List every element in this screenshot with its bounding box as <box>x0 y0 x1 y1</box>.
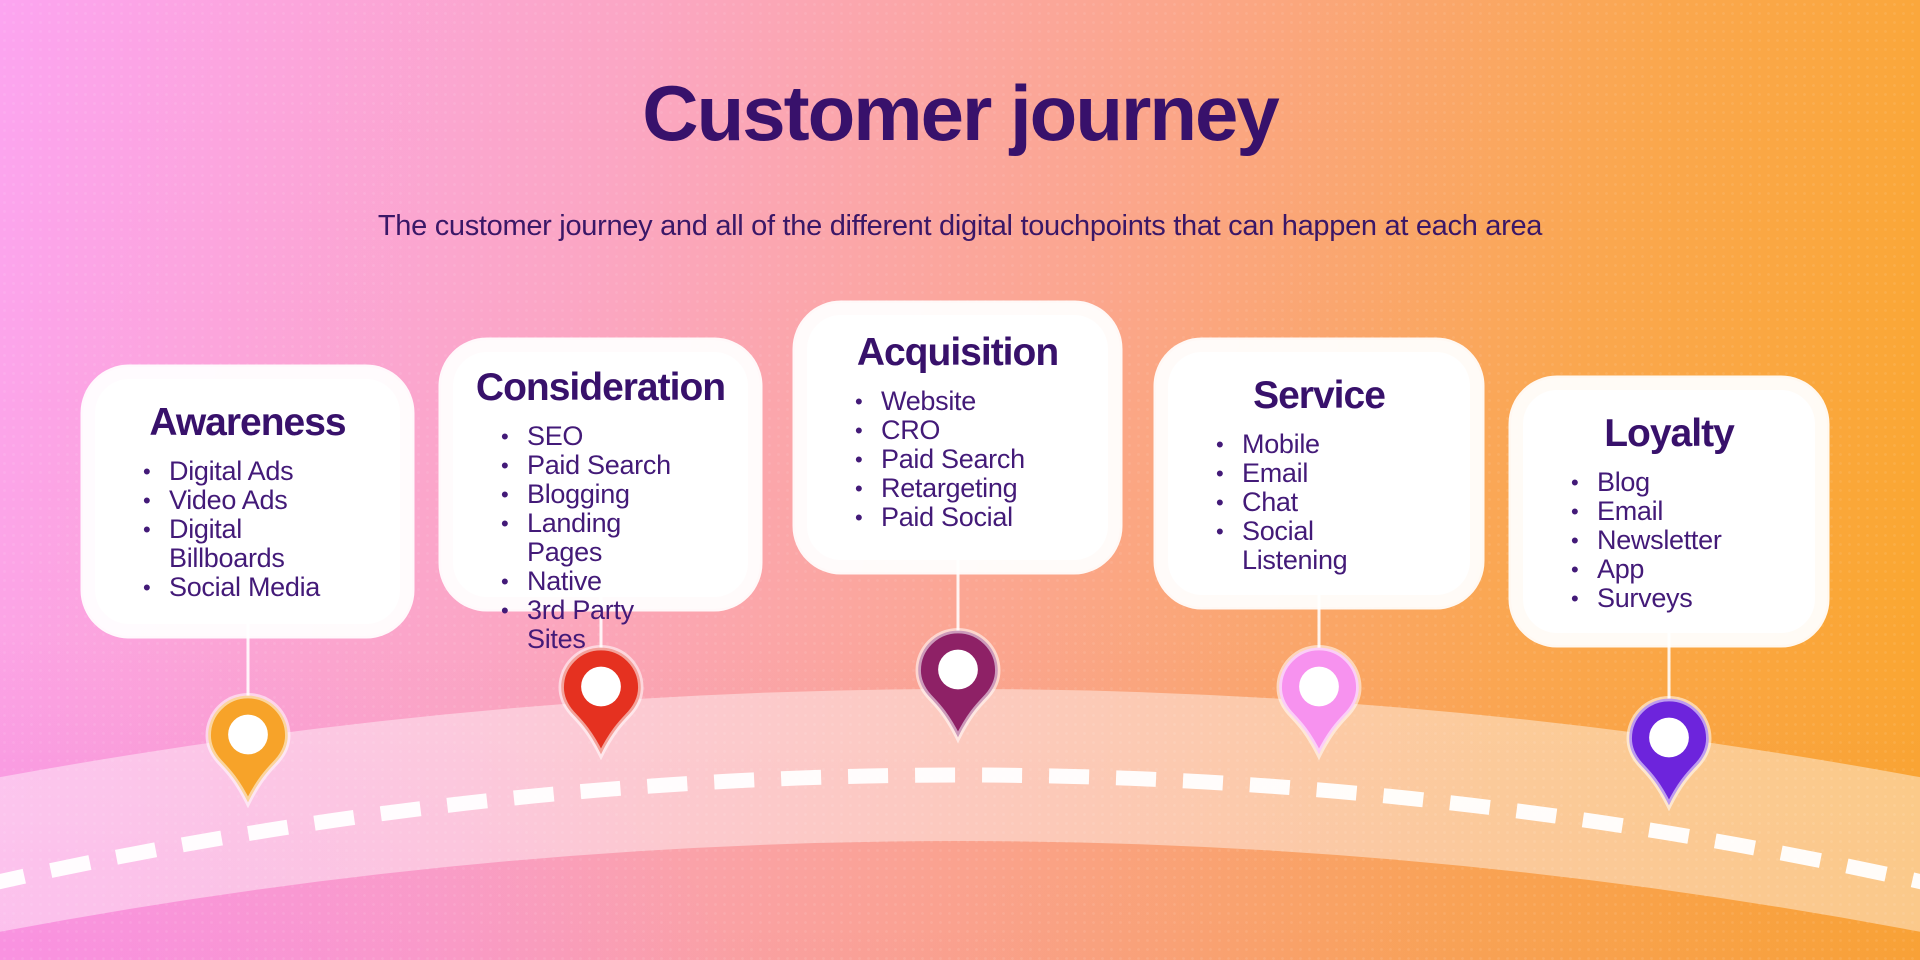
stage-touchpoint-list: Digital AdsVideo AdsDigital BillboardsSo… <box>115 457 380 603</box>
touchpoint-item: Video Ads <box>139 486 335 516</box>
touchpoint-item: Digital Billboards <box>139 515 335 573</box>
touchpoint-item: Blogging <box>497 480 693 510</box>
touchpoint-item: Social Media <box>139 573 335 603</box>
stage-title: Service <box>1253 374 1386 417</box>
journey-stage-consideration: Consideration SEOPaid SearchBloggingLand… <box>453 352 748 760</box>
page-title: Customer journey <box>642 69 1279 157</box>
touchpoint-item: Surveys <box>1567 584 1763 614</box>
journey-stage-service: Service MobileEmailChatSocial Listening <box>1168 352 1470 760</box>
touchpoint-item: Paid Search <box>497 451 693 481</box>
map-pin-acquisition-icon <box>911 625 1005 743</box>
stage-touchpoint-list: WebsiteCROPaid SearchRetargetingPaid Soc… <box>827 387 1088 533</box>
stage-title: Acquisition <box>856 331 1059 374</box>
touchpoint-item: Paid Social <box>851 503 1047 533</box>
touchpoint-item: Email <box>1212 459 1408 489</box>
touchpoint-item: Email <box>1567 497 1763 527</box>
touchpoint-item: SEO <box>497 422 693 452</box>
stage-card-service: Service MobileEmailChatSocial Listening <box>1168 352 1470 595</box>
touchpoint-item: App <box>1567 555 1763 585</box>
stage-title: Loyalty <box>1604 412 1735 455</box>
stage-title: Consideration <box>475 366 726 409</box>
journey-stage-awareness: Awareness Digital AdsVideo AdsDigital Bi… <box>95 379 400 808</box>
stage-title: Awareness <box>149 401 346 444</box>
touchpoint-item: Paid Search <box>851 445 1047 475</box>
touchpoint-item: Native <box>497 567 693 597</box>
map-pin-loyalty-icon <box>1622 693 1716 811</box>
touchpoint-item: Social Listening <box>1212 517 1408 575</box>
map-pin-consideration-icon <box>554 642 648 760</box>
stage-touchpoint-list: BlogEmailNewsletterAppSurveys <box>1543 468 1795 614</box>
touchpoint-item: CRO <box>851 416 1047 446</box>
touchpoint-item: Mobile <box>1212 430 1408 460</box>
stage-card-awareness: Awareness Digital AdsVideo AdsDigital Bi… <box>95 379 400 624</box>
map-pin-awareness-icon <box>201 690 295 808</box>
stage-card-loyalty: Loyalty BlogEmailNewsletterAppSurveys <box>1523 390 1815 633</box>
page-subtitle: The customer journey and all of the diff… <box>377 210 1543 242</box>
touchpoint-item: Retargeting <box>851 474 1047 504</box>
journey-stage-acquisition: Acquisition WebsiteCROPaid SearchRetarge… <box>807 315 1108 743</box>
stage-card-acquisition: Acquisition WebsiteCROPaid SearchRetarge… <box>807 315 1108 560</box>
touchpoint-item: Chat <box>1212 488 1408 518</box>
journey-stage-loyalty: Loyalty BlogEmailNewsletterAppSurveys <box>1523 390 1815 811</box>
touchpoint-item: Blog <box>1567 468 1763 498</box>
map-pin-service-icon <box>1272 642 1366 760</box>
touchpoint-item: Landing Pages <box>497 509 693 567</box>
touchpoint-item: Website <box>851 387 1047 417</box>
touchpoint-item: Newsletter <box>1567 526 1763 556</box>
touchpoint-item: Digital Ads <box>139 457 335 487</box>
stage-card-consideration: Consideration SEOPaid SearchBloggingLand… <box>453 352 748 654</box>
stage-touchpoint-list: SEOPaid SearchBloggingLanding PagesNativ… <box>473 422 728 654</box>
stage-touchpoint-list: MobileEmailChatSocial Listening <box>1188 430 1450 575</box>
